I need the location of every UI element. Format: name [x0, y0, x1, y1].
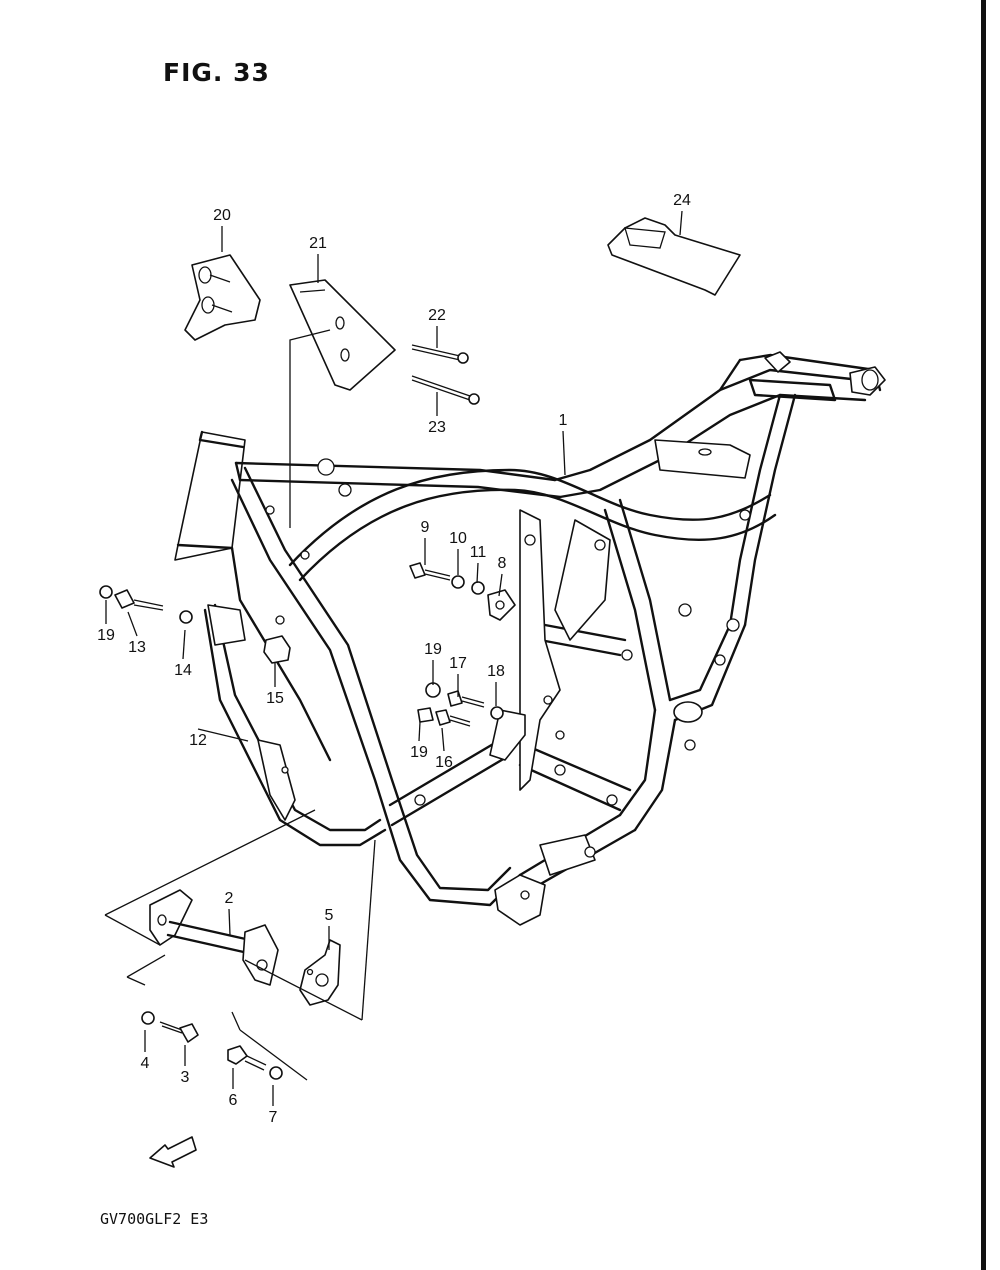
callout-label-c3: 3: [181, 1069, 190, 1086]
bolt-nut-group-lower: [141, 1011, 283, 1080]
engine-mount-bracket-2: [149, 889, 279, 986]
long-bolts-22-23: [411, 344, 480, 405]
bolt-group-lower-middle: [417, 682, 504, 727]
callout-label-c16: 16: [435, 754, 453, 771]
bolt-group-upper-middle: [409, 562, 516, 621]
callout-leader-c12: [197, 728, 249, 742]
callout-label-c19b: 19: [424, 641, 442, 658]
callout-label-c17: 17: [449, 655, 467, 672]
callout-label-c23: 23: [428, 419, 446, 436]
bolt-group-left: [99, 585, 291, 664]
tool-bag-24: [607, 217, 741, 296]
reference-lines: [104, 329, 376, 1081]
callout-label-c20: 20: [213, 207, 231, 224]
callout-label-c18: 18: [487, 663, 505, 680]
callout-label-c11: 11: [470, 544, 487, 561]
callout-label-c21: 21: [309, 235, 327, 252]
callout-label-c4: 4: [141, 1055, 150, 1072]
callout-label-c8: 8: [498, 555, 507, 572]
callout-label-c10: 10: [449, 530, 467, 547]
main-frame: [174, 351, 886, 926]
callout-label-c7: 7: [269, 1109, 278, 1126]
callout-label-c12: 12: [189, 732, 207, 749]
callout-label-c14: 14: [174, 662, 192, 679]
callout-leader-c1: [562, 430, 566, 476]
callout-label-c5: 5: [325, 907, 334, 924]
callout-leader-c19c: [418, 721, 421, 742]
callout-leader-c16: [441, 727, 445, 752]
plate-21: [289, 279, 396, 391]
callout-leader-c2: [228, 908, 231, 936]
callout-label-c19a: 19: [97, 627, 115, 644]
figure-title: FIG. 33: [163, 58, 270, 87]
callout-label-c2: 2: [225, 890, 234, 907]
callout-leader-c13: [127, 611, 138, 637]
callout-label-c1: 1: [559, 412, 568, 429]
callout-label-c15: 15: [266, 690, 284, 707]
callout-label-c19c: 19: [410, 744, 428, 761]
engine-mount-plate-5: [299, 939, 341, 1006]
callout-leader-c24: [679, 210, 683, 236]
callout-label-c22: 22: [428, 307, 446, 324]
callout-leader-c14: [182, 629, 186, 660]
callout-leader-c8: [498, 573, 503, 597]
fwd-arrow-icon: FWD: [149, 1136, 197, 1168]
cover-20: [184, 254, 261, 341]
callout-label-c13: 13: [128, 639, 146, 656]
callout-label-c24: 24: [673, 192, 691, 209]
callout-label-c6: 6: [229, 1092, 238, 1109]
callout-label-c9: 9: [421, 519, 430, 536]
page-edge-border: [981, 0, 986, 1270]
callout-leader-c11: [476, 562, 479, 584]
model-code: GV700GLF2 E3: [100, 1210, 209, 1228]
